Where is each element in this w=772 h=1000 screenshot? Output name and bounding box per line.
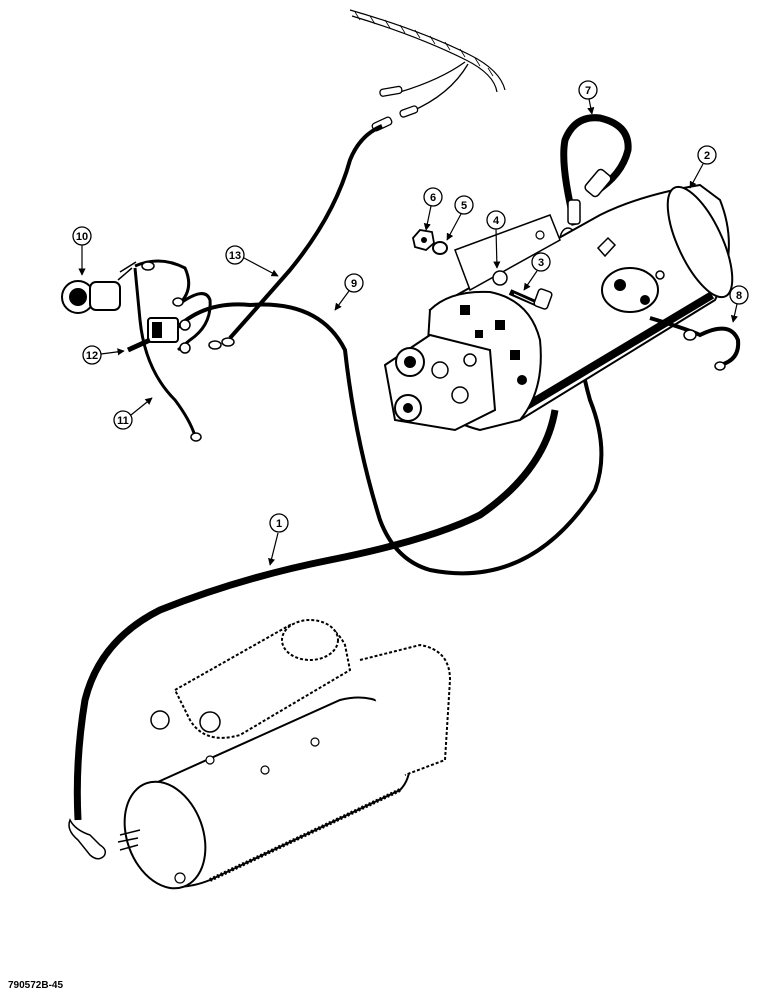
callout-5: 5 (446, 195, 474, 241)
starter-solenoid-assembly (423, 183, 734, 432)
callout-6: 6 (423, 187, 443, 231)
svg-text:13: 13 (229, 250, 241, 262)
svg-text:2: 2 (704, 150, 710, 162)
callout-2: 2 (689, 145, 717, 189)
solenoid-terminals (596, 236, 665, 313)
svg-text:3: 3 (538, 257, 544, 269)
bolt-3 (508, 287, 553, 310)
callout-7: 7 (578, 80, 598, 115)
callout-1: 1 (268, 513, 289, 566)
wiring-harness (349, 9, 506, 132)
cable-1-terminal (68, 818, 107, 860)
pump-head (383, 333, 497, 432)
svg-text:4: 4 (493, 215, 500, 227)
callout-4: 4 (486, 210, 506, 269)
svg-text:7: 7 (585, 85, 591, 97)
starter-motor (117, 619, 452, 890)
callout-11: 11 (113, 397, 153, 430)
wire-harness-left (134, 259, 235, 352)
svg-text:5: 5 (461, 200, 467, 212)
washer-5 (432, 241, 448, 255)
svg-text:10: 10 (76, 231, 88, 243)
figure-code: 790572B-45 (8, 980, 64, 991)
wire-11 (133, 267, 202, 442)
callout-13: 13 (225, 245, 279, 277)
callout-9: 9 (334, 273, 364, 311)
connector-10 (61, 261, 137, 314)
wire-13 (228, 124, 383, 340)
svg-text:6: 6 (430, 192, 436, 204)
callout-10: 10 (72, 226, 92, 276)
svg-text:8: 8 (736, 290, 742, 302)
wire-8 (649, 316, 741, 371)
svg-text:1: 1 (276, 518, 282, 530)
svg-text:9: 9 (351, 278, 357, 290)
cable-1 (73, 409, 559, 821)
callout-3: 3 (523, 252, 551, 291)
switch-12 (126, 317, 191, 354)
callout-8: 8 (729, 285, 749, 323)
nut-6 (412, 229, 435, 251)
svg-text:11: 11 (117, 415, 129, 427)
svg-text:12: 12 (86, 350, 98, 362)
callout-12: 12 (82, 345, 125, 365)
